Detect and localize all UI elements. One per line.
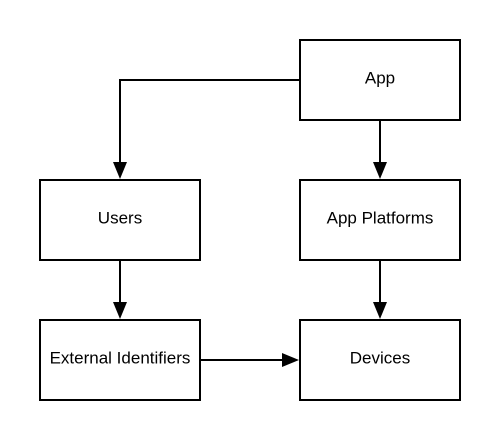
node-users-label: Users [98, 209, 142, 228]
edge-external-identifiers-to-devices [200, 353, 299, 367]
node-external-identifiers-label: External Identifiers [50, 349, 191, 368]
node-app-platforms-label: App Platforms [327, 209, 434, 228]
node-app: App [299, 39, 461, 121]
edge-app-platforms-to-devices [373, 261, 387, 319]
node-app-platforms: App Platforms [299, 179, 461, 261]
edge-app-to-app-platforms [373, 121, 387, 179]
node-users: Users [39, 179, 201, 261]
node-app-label: App [365, 69, 395, 88]
edge-users-to-external-identifiers [113, 261, 127, 319]
edge-app-to-users [113, 79, 300, 179]
node-devices-label: Devices [350, 349, 410, 368]
node-external-identifiers: External Identifiers [39, 319, 201, 401]
node-devices: Devices [299, 319, 461, 401]
